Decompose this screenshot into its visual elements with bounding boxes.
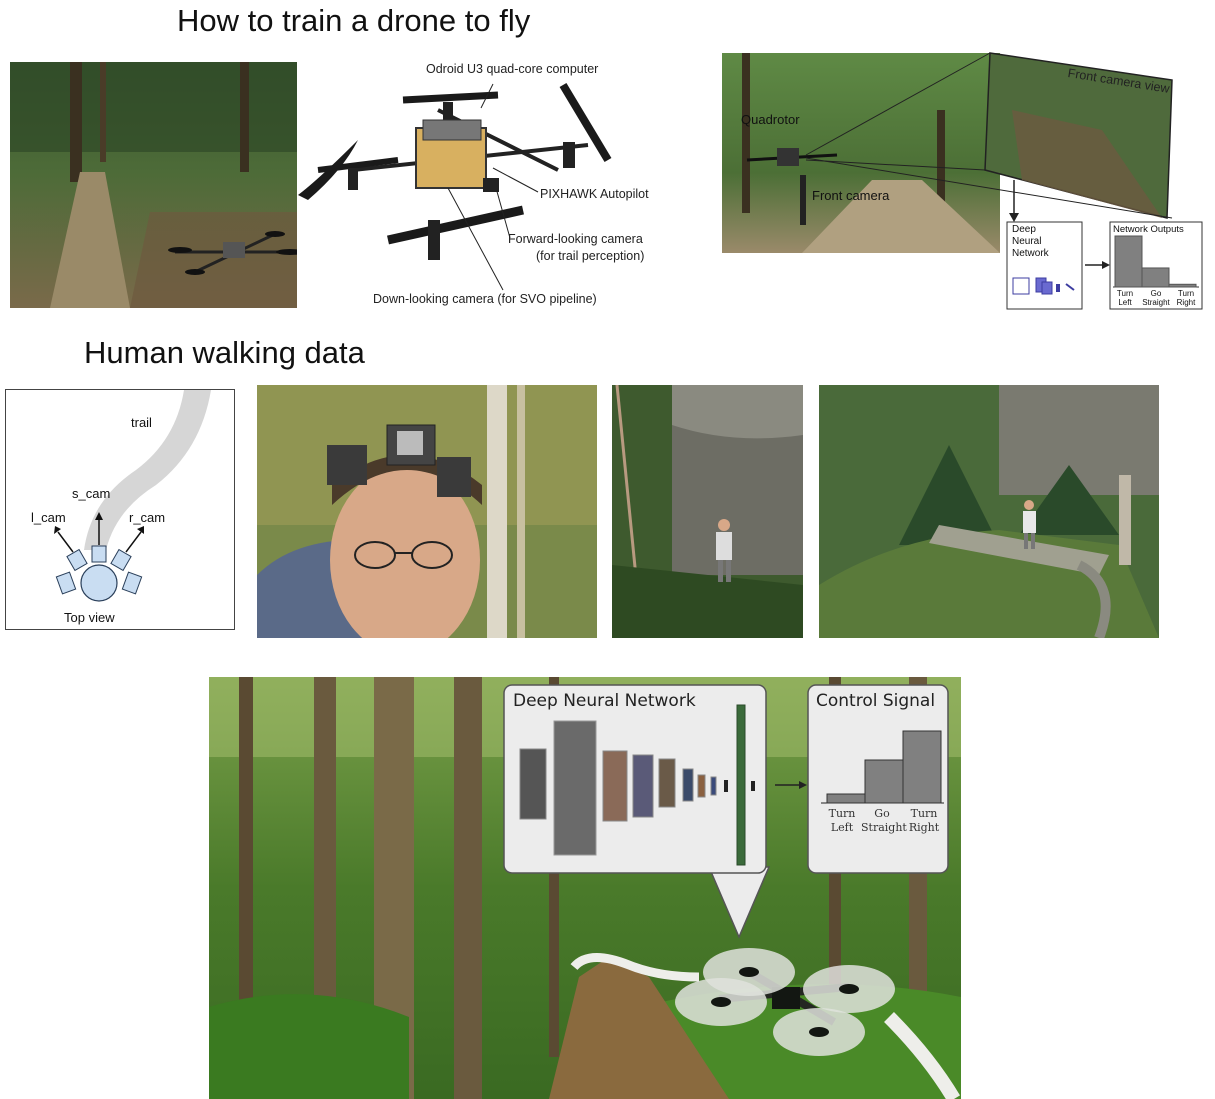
outputs-bar-turn-right — [1168, 283, 1197, 288]
label-front-camera: Front camera — [812, 188, 890, 203]
top-view-diagram: trail s_cam l_cam r_cam Top view — [5, 389, 235, 630]
outputs-title: Network Outputs — [1113, 224, 1184, 235]
control-label-turn-right-2: Right — [908, 821, 940, 834]
section-title-human-walking: Human walking data — [84, 335, 365, 370]
label-s-cam: s_cam — [72, 486, 111, 501]
glasses-icon — [354, 541, 453, 569]
label-forward-camera-purpose: (for trail perception) — [536, 249, 645, 263]
cnn-feature-maps-icon — [519, 704, 755, 866]
label-autopilot: PIXHAWK Autopilot — [540, 187, 649, 201]
control-bar-go-straight — [864, 759, 904, 804]
dnn-label-line2: Neural — [1012, 236, 1042, 247]
label-top-view: Top view — [64, 610, 115, 625]
quadrotor-network-diagram: Quadrotor Front camera Front camera view… — [722, 50, 1212, 312]
section-title-train-drone: How to train a drone to fly — [177, 3, 531, 38]
drone-icon — [168, 231, 297, 275]
control-label-turn-right-1: Turn — [910, 807, 938, 820]
gopro-cameras-icon — [327, 424, 471, 497]
label-r-cam: r_cam — [129, 510, 166, 525]
output-label-turn-right-2: Right — [1176, 298, 1196, 307]
control-label-turn-left-2: Left — [830, 821, 854, 834]
hiker-rock-photo — [612, 385, 803, 638]
drone-components-diagram: Odroid U3 quad-core computer PIXHAWK Aut… — [298, 60, 688, 310]
label-l-cam: l_cam — [31, 510, 66, 525]
label-trail: trail — [131, 415, 152, 430]
hiker-bridge-photo — [819, 385, 1159, 638]
drone-overlay-icon — [675, 948, 895, 1056]
dnn-panel-title: Deep Neural Network — [513, 691, 696, 711]
head-cameras-photo — [257, 385, 597, 638]
label-forward-camera: Forward-looking camera — [508, 232, 643, 246]
control-bar-turn-right — [902, 730, 942, 804]
output-label-turn-left-2: Left — [1118, 298, 1132, 307]
output-label-turn-left-1: Turn — [1116, 289, 1134, 298]
control-label-turn-left-1: Turn — [828, 807, 856, 820]
control-panel-title: Control Signal — [816, 691, 936, 711]
hiker-icon — [716, 519, 732, 582]
label-down-camera: Down-looking camera (for SVO pipeline) — [373, 292, 597, 306]
output-label-go-straight-1: Go — [1150, 289, 1162, 298]
dnn-label-line1: Deep — [1012, 224, 1036, 235]
label-computer: Odroid U3 quad-core computer — [426, 62, 599, 76]
control-label-go-straight-2: Straight — [861, 821, 907, 834]
network-layers-icon — [1012, 277, 1075, 295]
control-bar-turn-left — [826, 793, 866, 804]
dnn-label-line3: Network — [1012, 248, 1049, 259]
outputs-bar-turn-left — [1114, 235, 1143, 288]
output-label-go-straight-2: Straight — [1142, 298, 1170, 307]
outputs-bar-go-straight — [1141, 267, 1170, 288]
walker-cameras-icon — [55, 545, 143, 602]
quadrotor-icon — [746, 148, 838, 225]
quadcopter-icon — [298, 82, 612, 260]
label-quadrotor: Quadrotor — [741, 112, 800, 127]
output-label-turn-right-1: Turn — [1177, 289, 1195, 298]
hiker-icon — [1023, 500, 1036, 549]
control-label-go-straight-1: Go — [874, 807, 890, 820]
dnn-label: Deep Neural Network — [1012, 224, 1049, 260]
drone-trail-photo — [10, 62, 297, 308]
